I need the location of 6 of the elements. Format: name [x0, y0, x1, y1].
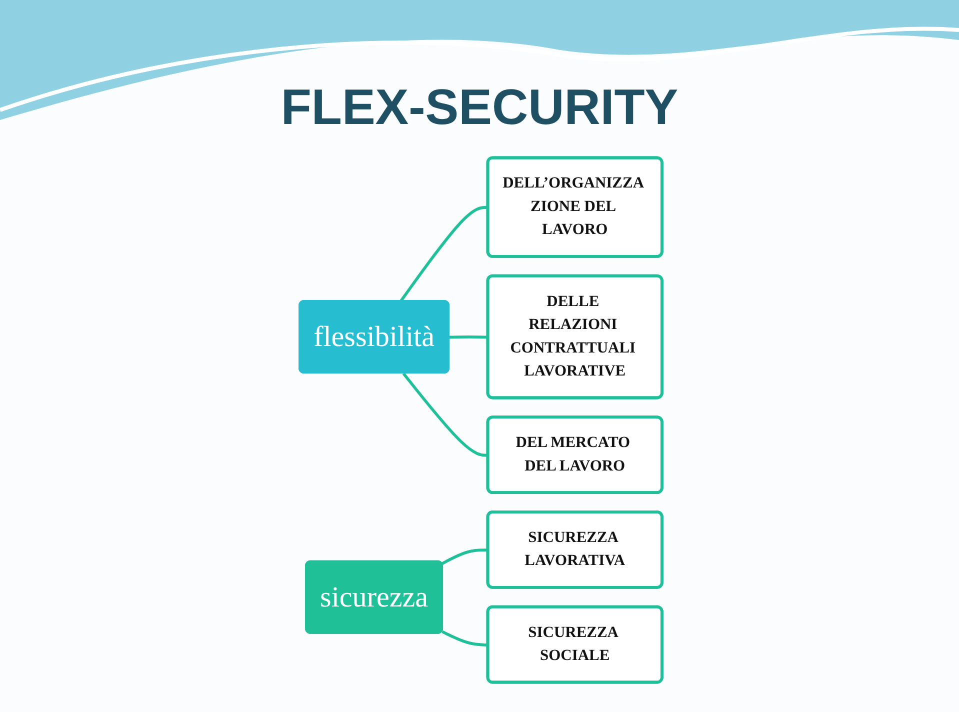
connector: [448, 335, 488, 339]
connector: [441, 548, 488, 565]
title: FLEX-SECURITY: [280, 78, 680, 136]
connector: [441, 630, 488, 646]
connector: [402, 372, 488, 457]
connector: [399, 206, 488, 302]
